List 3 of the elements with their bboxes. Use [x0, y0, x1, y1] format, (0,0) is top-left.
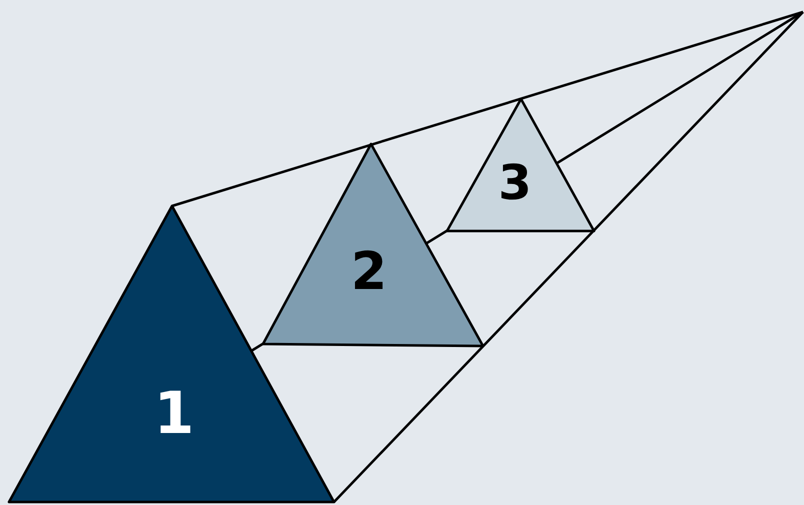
- triangle-number: 2: [350, 246, 388, 298]
- triangle-number: 3: [498, 159, 532, 207]
- triangle-number: 1: [154, 384, 194, 442]
